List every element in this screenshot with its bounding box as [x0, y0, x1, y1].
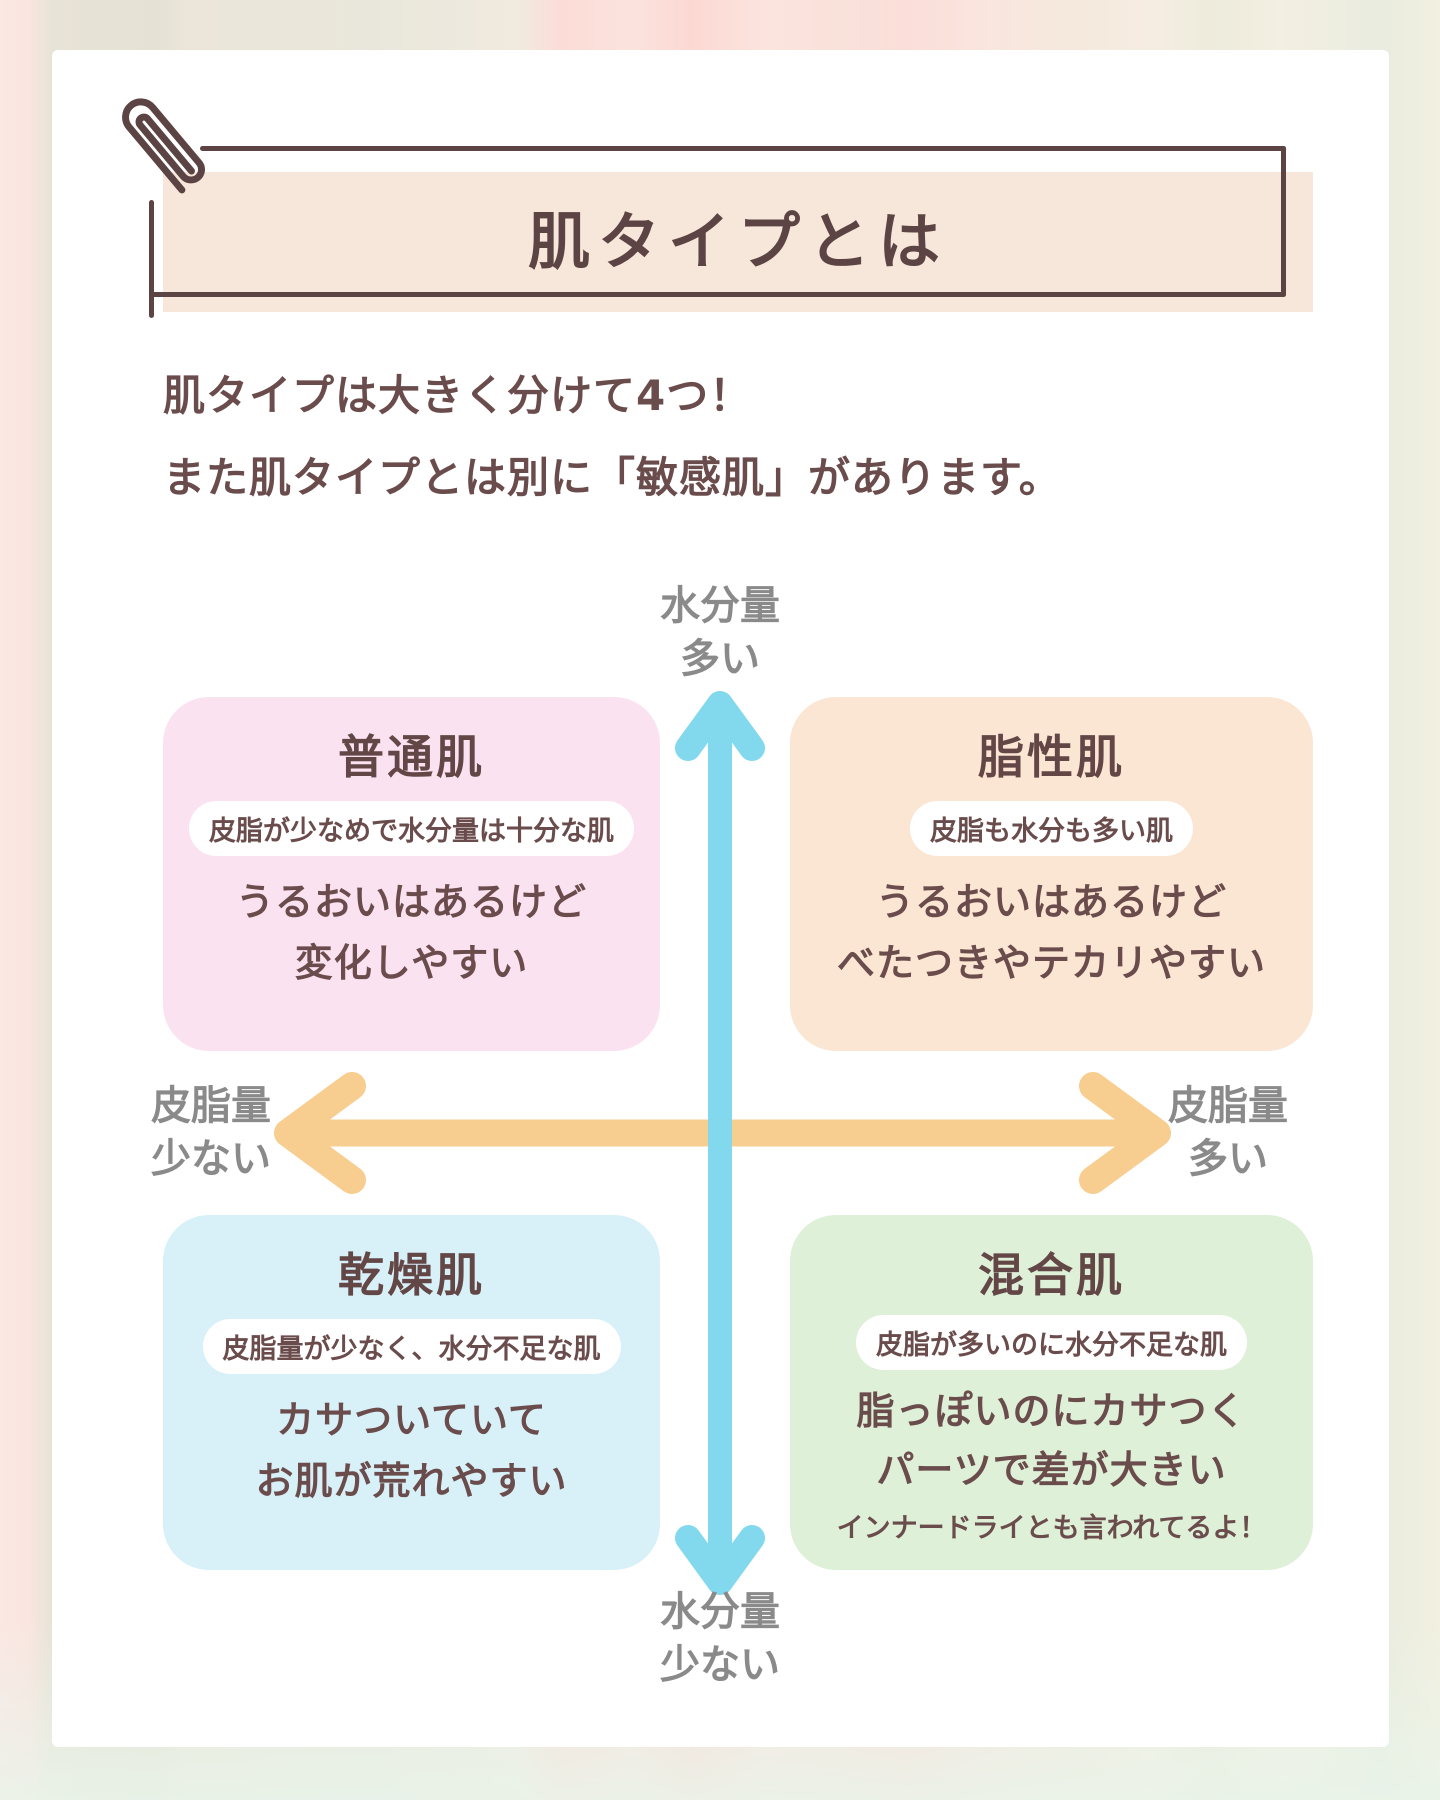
quadrant-subtitle-pill: 皮脂量が少なく、水分不足な肌 [202, 1319, 621, 1374]
title-banner-border-right [1281, 146, 1286, 297]
quadrant-title: 脂性肌 [978, 730, 1125, 784]
quadrant-dry-skin: 乾燥肌 皮脂量が少なく、水分不足な肌 カサついていて お肌が荒れやすい [163, 1215, 660, 1570]
quadrant-description: うるおいはあるけど 変化しやすい [163, 872, 660, 994]
axis-label-line: 少ない [660, 1641, 780, 1688]
intro-line-1: 肌タイプは大きく分けて4つ！ [163, 371, 753, 420]
quadrant-title: 普通肌 [338, 730, 485, 784]
description-line: 脂っぽいのにカサつく [856, 1389, 1247, 1433]
intro-line-2: また肌タイプとは別に「敏感肌」があります。 [163, 453, 1062, 502]
description-line: パーツで差が大きい [876, 1447, 1227, 1492]
quadrant-description: うるおいはあるけど べたつきやテカリやすい [790, 872, 1313, 994]
quadrant-oily-skin: 脂性肌 皮脂も水分も多い肌 うるおいはあるけど べたつきやテカリやすい [790, 697, 1313, 1051]
axis-label-line: 多い [680, 635, 760, 682]
description-line: うるおいはあるけど [235, 880, 587, 924]
paperclip-icon [122, 98, 205, 194]
quadrant-description: カサついていて お肌が荒れやすい [163, 1390, 660, 1512]
axis-label-line: 少ない [151, 1135, 271, 1182]
title-banner-border-top [200, 146, 1286, 151]
axis-label-line: 水分量 [660, 583, 780, 629]
axis-label-line: 水分量 [660, 1589, 780, 1635]
quadrant-subtitle-pill: 皮脂も水分も多い肌 [910, 801, 1193, 856]
description-line: 変化しやすい [294, 940, 529, 985]
title-banner-border-bottom [149, 292, 1286, 297]
quadrant-title: 混合肌 [978, 1248, 1125, 1302]
axis-label-line: 皮脂量 [151, 1083, 271, 1129]
quadrant-title: 乾燥肌 [338, 1248, 485, 1302]
quadrant-description: 脂っぽいのにカサつく パーツで差が大きい [790, 1382, 1313, 1500]
quadrant-subtitle-pill: 皮脂が少なめで水分量は十分な肌 [189, 801, 634, 856]
axis-label-moisture-low: 水分量 少ない [570, 1586, 870, 1692]
quadrant-normal-skin: 普通肌 皮脂が少なめで水分量は十分な肌 うるおいはあるけど 変化しやすい [163, 697, 660, 1051]
quadrant-combination-skin: 混合肌 皮脂が多いのに水分不足な肌 脂っぽいのにカサつく パーツで差が大きい イ… [790, 1215, 1313, 1570]
description-line: べたつきやテカリやすい [836, 940, 1266, 985]
description-line: うるおいはあるけど [875, 880, 1227, 924]
axis-label-line: 多い [1188, 1135, 1268, 1182]
description-line: お肌が荒れやすい [255, 1458, 568, 1503]
title-banner-fill [163, 172, 1313, 312]
axis-label-sebum-low: 皮脂量 少ない [111, 1080, 311, 1186]
page-title: 肌タイプとは [527, 205, 948, 278]
axis-label-line: 皮脂量 [1168, 1083, 1288, 1129]
axis-label-sebum-high: 皮脂量 多い [1128, 1080, 1328, 1186]
title-banner-border-left [149, 200, 154, 318]
quadrant-note: インナードライとも言われてるよ！ [836, 1512, 1267, 1544]
axis-label-moisture-high: 水分量 多い [570, 580, 870, 686]
quadrant-subtitle-pill: 皮脂が多いのに水分不足な肌 [856, 1315, 1247, 1370]
description-line: カサついていて [276, 1398, 547, 1442]
